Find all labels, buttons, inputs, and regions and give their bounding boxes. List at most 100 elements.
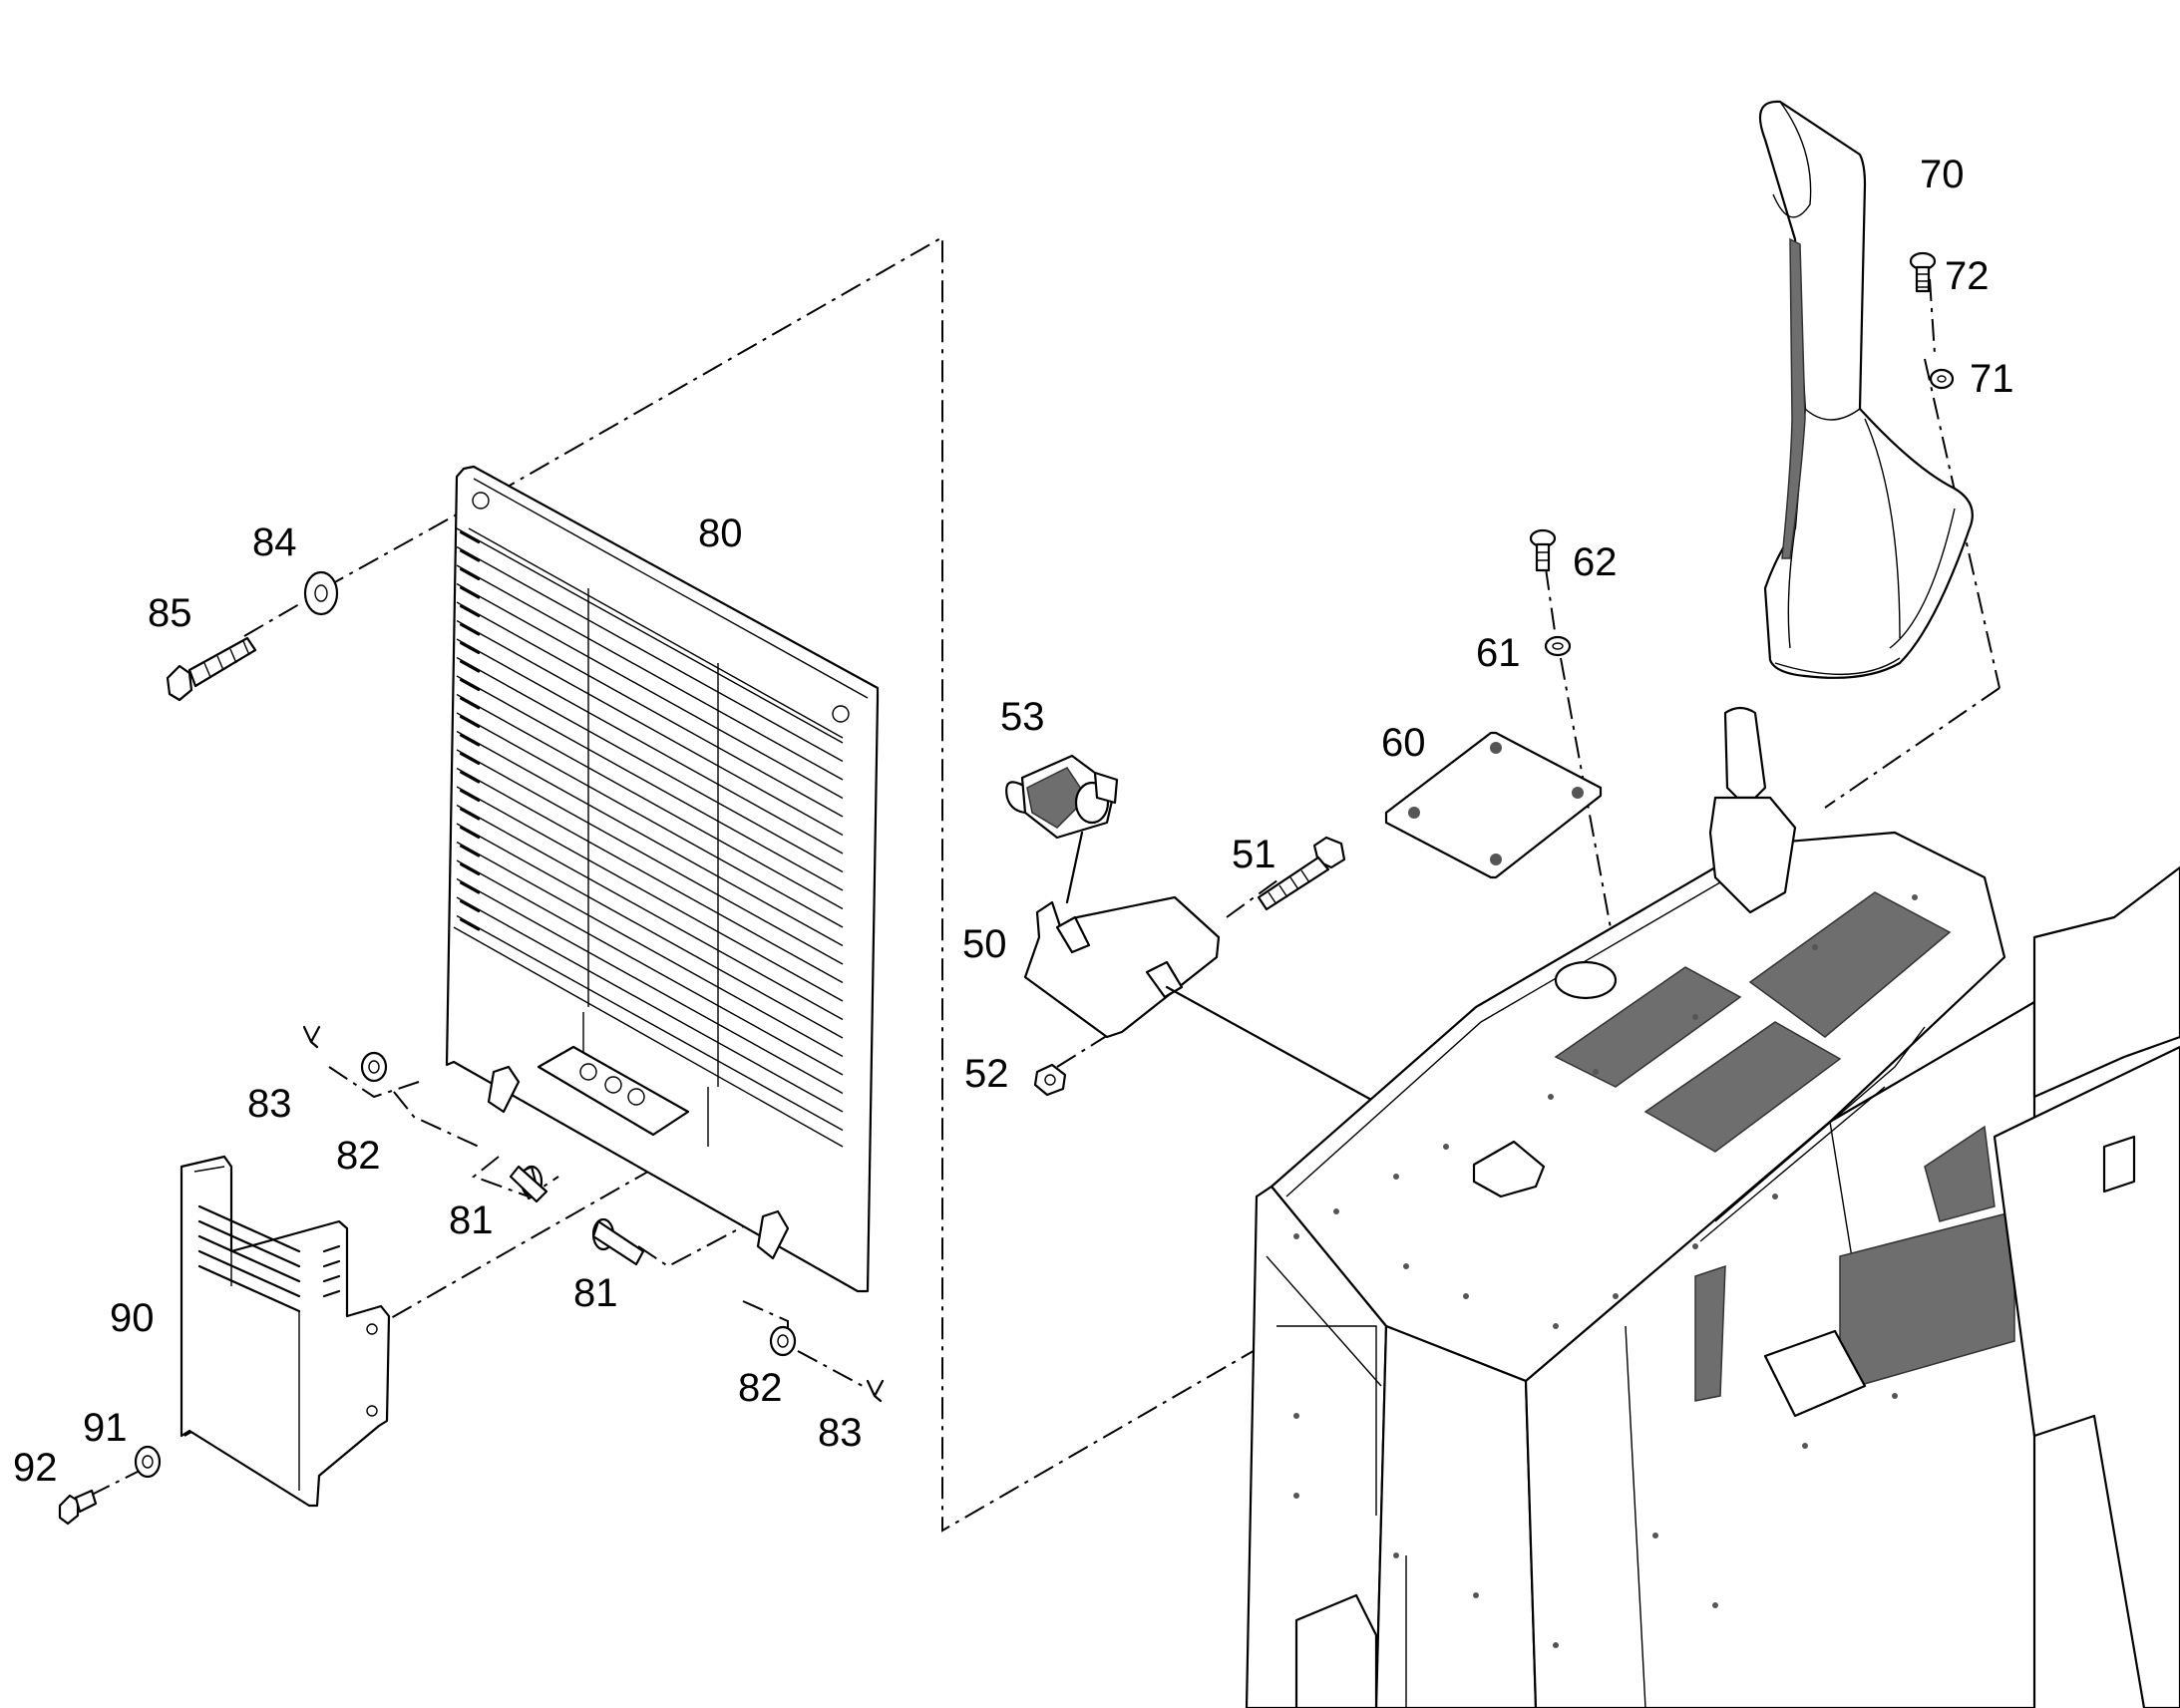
callout-83-lower: 83 [818,1411,863,1455]
washer-61 [1544,635,1572,657]
louver-slat [456,914,844,1132]
louver-slat [456,638,844,854]
louver-edge [459,881,481,894]
louver-edge [459,808,481,821]
rivet [1912,894,1918,900]
cotter-pin-83-lower [866,1379,885,1403]
louver-slat [456,749,844,965]
louver-edge [459,918,481,931]
rivet [1463,1293,1469,1299]
louver-slat [456,601,844,818]
louver-slat [456,767,844,984]
rivet [1593,1069,1599,1075]
grille-80 [445,465,880,1293]
louver-slat [456,859,844,1076]
callout-70: 70 [1920,153,1965,196]
rivet [1772,1194,1778,1199]
rivet [1293,1233,1299,1239]
callout-82-upper: 82 [336,1134,381,1178]
callout-85: 85 [148,591,192,635]
louver-slat [456,656,844,873]
washer-91 [134,1445,162,1479]
louver-slat [456,675,844,891]
screw-92 [58,1489,98,1526]
callout-72: 72 [1945,254,1990,298]
louver-slat [456,841,844,1058]
rivet [1473,1592,1479,1598]
callout-53: 53 [1000,695,1045,739]
callout-52: 52 [964,1052,1009,1096]
louver-slat [456,804,844,1021]
exhaust-stack-70 [1758,100,1974,679]
callout-62: 62 [1573,540,1618,584]
louver-edge [459,862,481,876]
rivet [1802,1443,1808,1449]
machine-body [1245,706,2180,1708]
callout-83-upper: 83 [247,1082,292,1126]
bolt-51 [1257,836,1346,911]
rivet [1393,1552,1399,1558]
louver-slat [456,693,844,910]
louver-slat [456,786,844,1002]
cover-plate-90 [180,1155,391,1508]
rivet [1892,1393,1898,1399]
callout-92: 92 [13,1446,58,1490]
louver-edge [459,715,481,729]
callout-91: 91 [83,1406,128,1450]
pin-81-lower [591,1217,645,1266]
washer-82-lower [769,1325,797,1357]
screw-62 [1529,528,1557,572]
louver-edge [459,752,481,766]
rivet [1553,1642,1559,1648]
louver-edge [459,530,481,544]
callout-81-lower: 81 [573,1271,618,1315]
pin-81-upper [509,1165,548,1203]
rivet [1293,1413,1299,1419]
rivet [1443,1144,1449,1150]
louver-slat [456,527,844,744]
washer-84 [303,570,339,616]
louver-edge [459,789,481,803]
screw-72 [1909,251,1937,293]
nut-52 [1033,1063,1067,1097]
callout-51: 51 [1232,833,1276,876]
callout-50: 50 [962,922,1007,966]
assembly-lines [89,235,2000,1533]
louver-edge [459,660,481,673]
louver-edge [459,734,481,747]
rivet [1548,1094,1554,1100]
louver-slat [456,564,844,781]
louver-edge [459,678,481,692]
callout-61: 61 [1476,631,1521,675]
callout-84: 84 [252,520,297,564]
louver-slat [456,619,844,837]
rivet [1812,944,1818,950]
rivet [1652,1533,1658,1538]
padlock-53 [1005,754,1119,840]
washer-82-upper [360,1051,388,1083]
cotter-pin-83-upper [302,1025,321,1049]
hasp-plate-50 [1023,895,1513,1179]
louver-edge [459,567,481,581]
rivet [1692,1243,1698,1249]
louver-edge [459,641,481,655]
louver-edge [459,771,481,784]
louver-edge [459,899,481,913]
bolt-85 [166,636,257,702]
louver-edge [459,623,481,636]
callout-80: 80 [698,512,743,555]
callout-60: 60 [1381,721,1426,765]
louver-edge [459,697,481,710]
rivet [1403,1263,1409,1269]
cover-plate-60 [1384,731,1603,879]
rivet [1393,1174,1399,1180]
callout-71: 71 [1970,357,2014,401]
callout-81-upper: 81 [449,1198,494,1242]
louver-slat [456,730,844,947]
washer-71 [1929,368,1955,390]
louver-slat [456,545,844,763]
louver-slat [456,896,844,1113]
rivet [1613,1293,1619,1299]
rivet [1692,1014,1698,1020]
